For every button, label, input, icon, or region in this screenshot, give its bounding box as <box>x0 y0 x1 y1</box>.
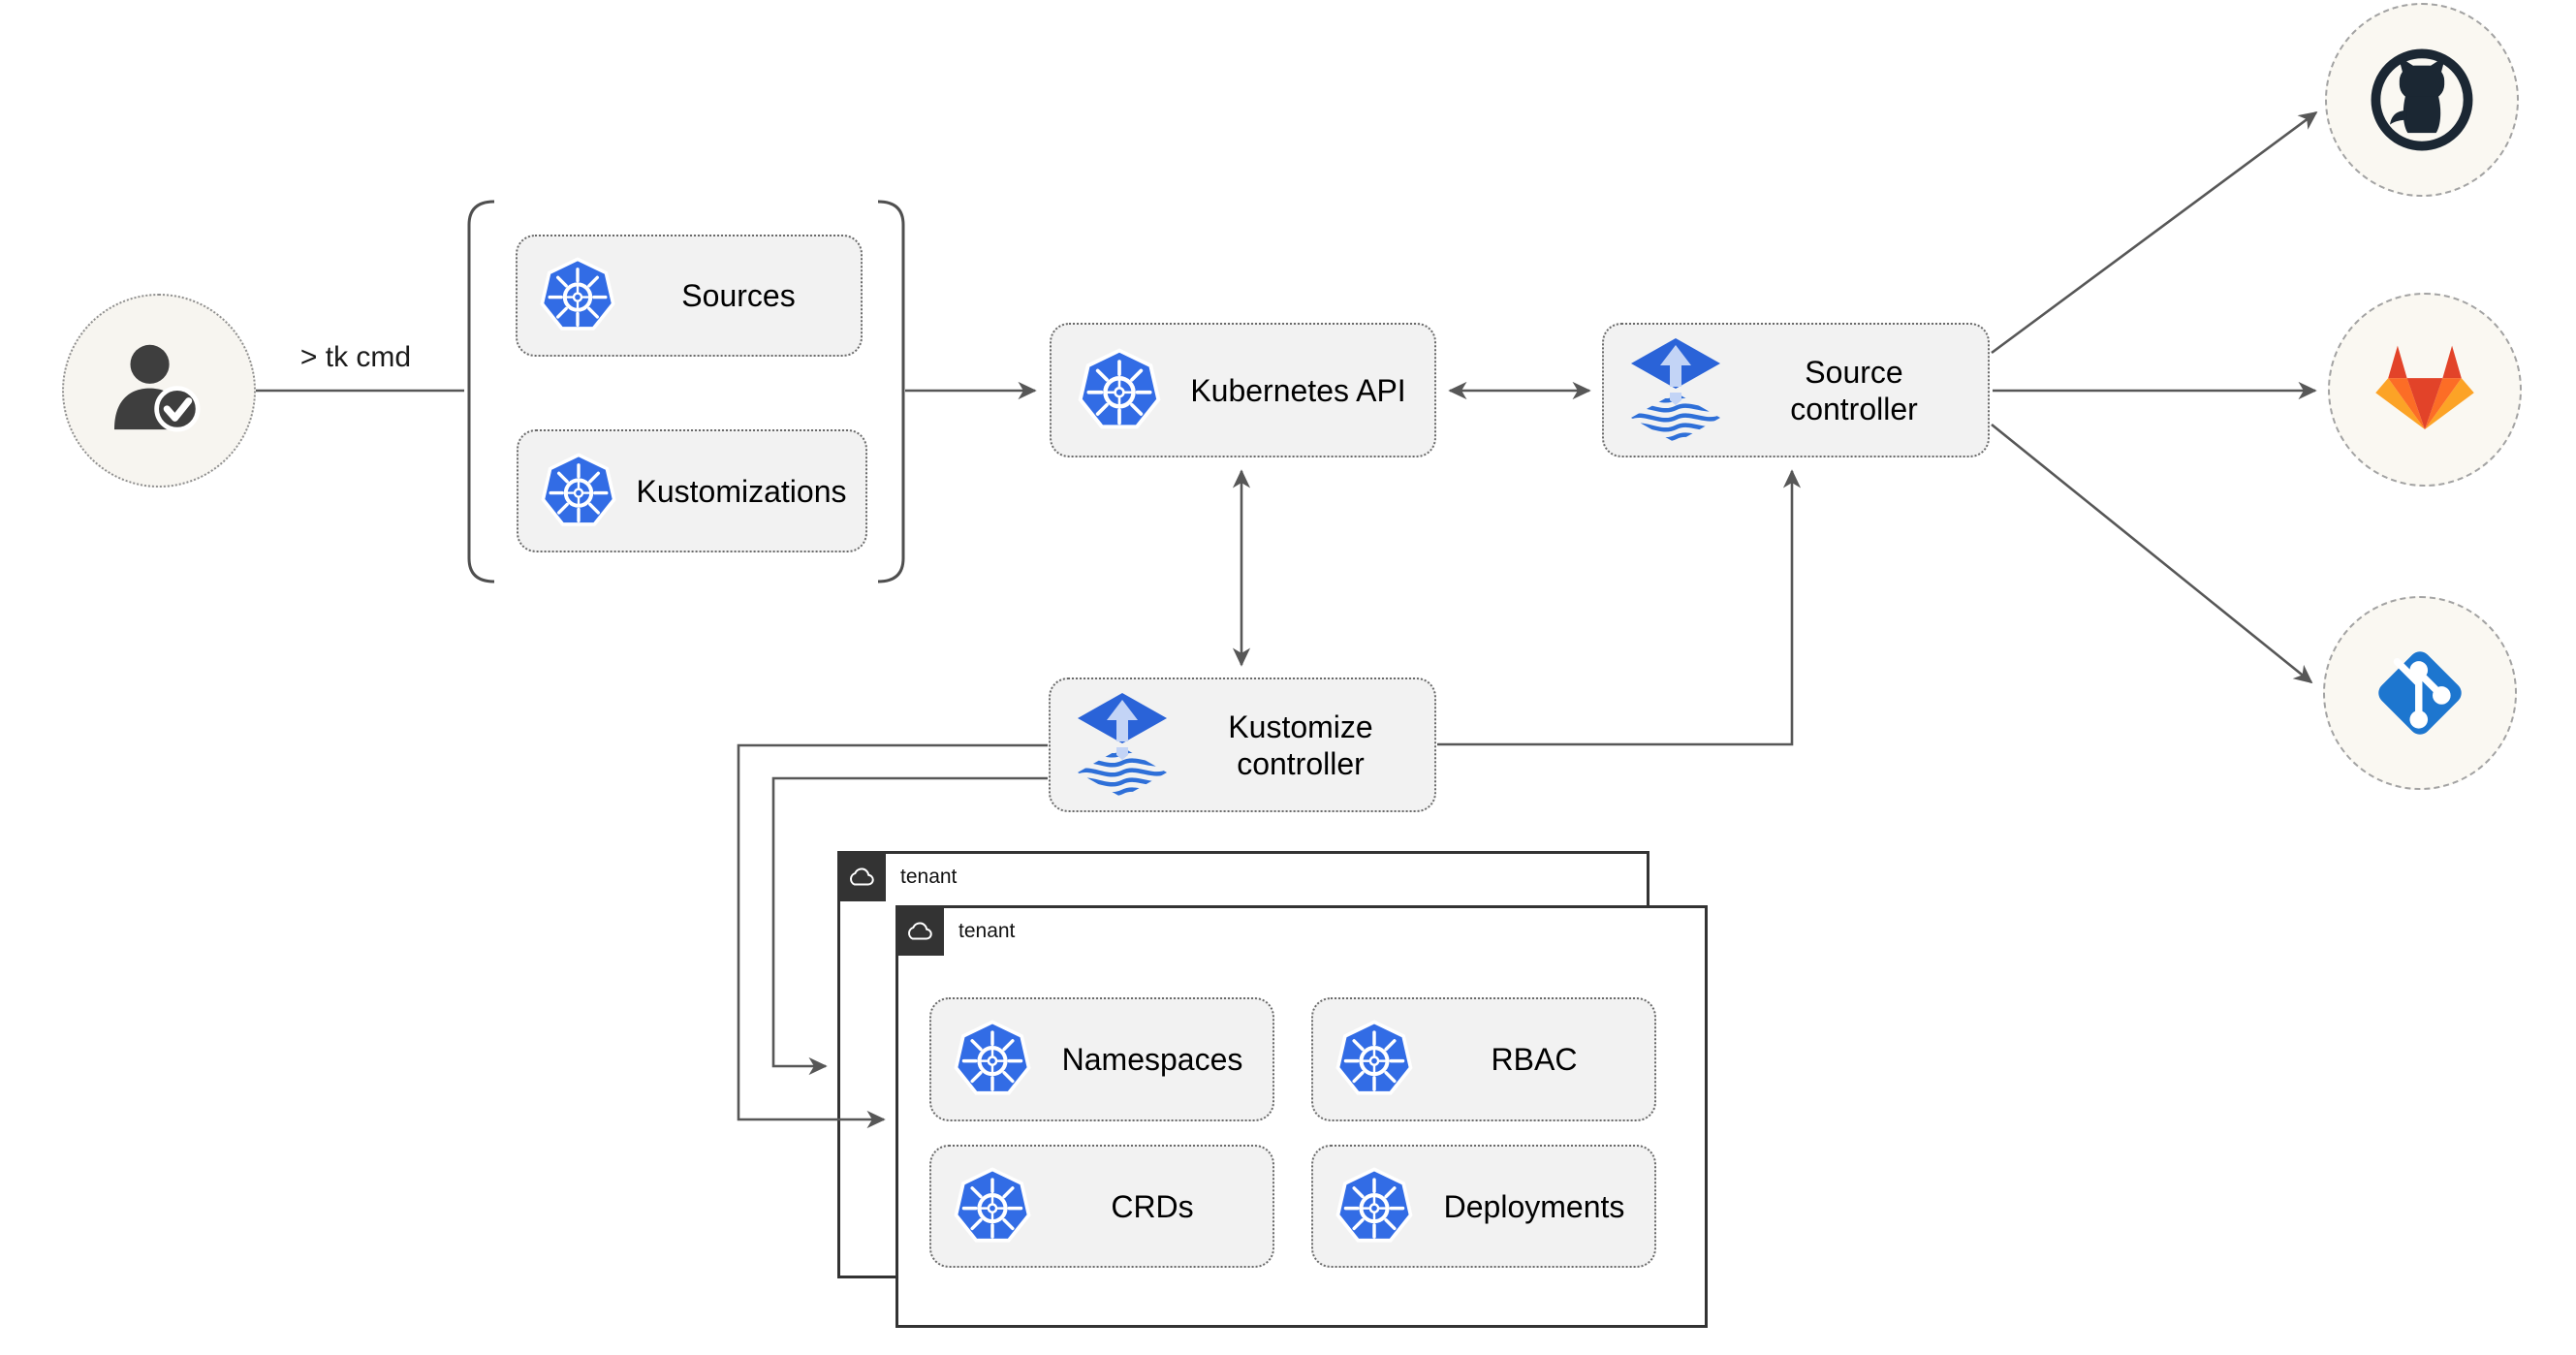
node-crds: CRDs <box>929 1145 1274 1268</box>
node-kustomize-controller: Kustomize controller <box>1049 678 1436 812</box>
node-sources: Sources <box>516 235 863 357</box>
edge-kustomize-to-source <box>1437 469 1802 746</box>
user-check-icon <box>102 333 216 448</box>
node-label: Source controller <box>1720 354 1988 427</box>
node-label-text: Source controller <box>1790 354 1918 426</box>
flux-icon <box>1631 338 1720 443</box>
node-label: Kubernetes API <box>1190 372 1406 408</box>
cloud-icon <box>846 866 877 888</box>
node-namespaces: Namespaces <box>929 997 1274 1121</box>
user-actor <box>62 294 256 488</box>
node-deployments: Deployments <box>1311 1145 1656 1268</box>
node-kustomizations: Kustomizations <box>517 429 867 552</box>
cli-command-label: > tk cmd <box>299 341 412 373</box>
kubernetes-icon <box>539 257 616 334</box>
tenant-back-tab <box>837 851 886 901</box>
node-label: RBAC <box>1491 1042 1578 1077</box>
node-label: Deployments <box>1443 1188 1625 1224</box>
kubernetes-icon <box>953 1020 1032 1099</box>
edge-source-to-github <box>1991 110 2318 355</box>
node-label: Namespaces <box>1061 1042 1243 1077</box>
node-kubernetes-api: Kubernetes API <box>1050 323 1436 457</box>
kubernetes-icon <box>953 1167 1032 1246</box>
edge-source-to-git <box>1991 423 2313 684</box>
node-label: Kustomizations <box>636 473 847 509</box>
bracket-right <box>877 200 905 583</box>
flux-icon <box>1078 693 1167 798</box>
node-label: Kustomize controller <box>1167 709 1434 782</box>
tenant-front-tab <box>895 905 944 956</box>
tenant-back-label: tenant <box>900 866 958 888</box>
bracket-left <box>467 200 495 583</box>
node-label: CRDs <box>1111 1188 1194 1224</box>
node-label: Sources <box>681 278 796 313</box>
tenant-front-label: tenant <box>958 920 1016 942</box>
provider-gitlab <box>2328 293 2522 487</box>
kubernetes-icon <box>540 453 617 530</box>
node-rbac: RBAC <box>1311 997 1656 1121</box>
kubernetes-icon <box>1335 1020 1414 1099</box>
cloud-icon <box>904 920 935 942</box>
node-label-text: Kustomize controller <box>1228 709 1373 781</box>
git-icon <box>2360 633 2480 753</box>
github-icon <box>2363 41 2481 159</box>
provider-git <box>2323 596 2517 790</box>
kubernetes-icon <box>1077 348 1162 433</box>
node-source-controller: Source controller <box>1602 323 1990 457</box>
gitlab-icon <box>2372 341 2477 438</box>
kubernetes-icon <box>1335 1167 1414 1246</box>
provider-github <box>2325 3 2519 197</box>
